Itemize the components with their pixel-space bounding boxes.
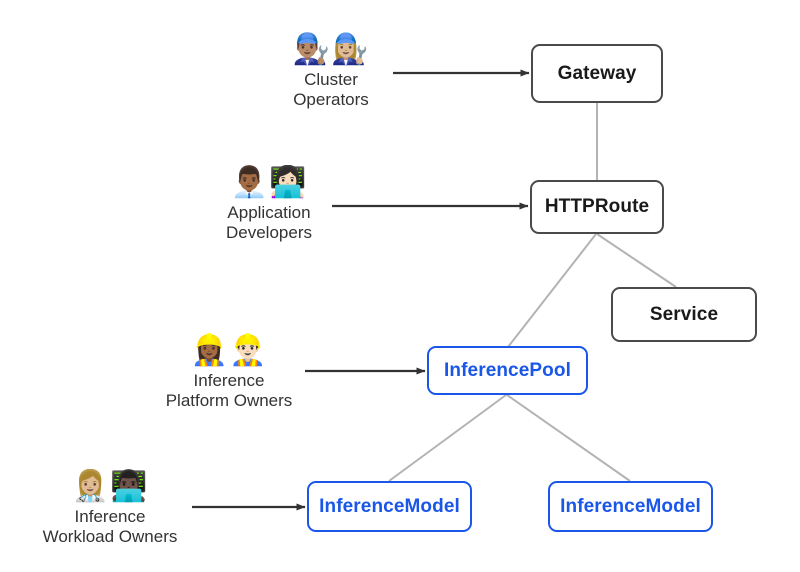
edge-inferencepool-to-inferencemodel-left bbox=[388, 394, 507, 482]
node-inferencemodel-right[interactable]: InferenceModel bbox=[548, 481, 713, 532]
persona-arrows bbox=[192, 69, 530, 511]
node-httproute[interactable]: HTTPRoute bbox=[530, 180, 664, 234]
persona-application-developers: 👨🏾‍💼👩🏻‍💻Application Developers bbox=[169, 166, 369, 243]
mechanic-pair-icon: 👨🏽‍🔧👩🏼‍🔧 bbox=[292, 32, 370, 67]
edge-inferencepool-to-inferencemodel-right bbox=[506, 394, 631, 482]
persona-cluster-operators: 👨🏽‍🔧👩🏼‍🔧Cluster Operators bbox=[231, 33, 431, 110]
persona-label-cluster-operators: Cluster Operators bbox=[293, 70, 369, 109]
health-worker-technologist-pair-icon: 👩🏼‍⚕️👨🏿‍💻 bbox=[71, 469, 149, 504]
node-inferencepool[interactable]: InferencePool bbox=[427, 346, 588, 395]
node-gateway[interactable]: Gateway bbox=[531, 44, 663, 103]
construction-worker-pair-icon: 👷🏾‍♀️👷🏻‍♂️ bbox=[190, 333, 268, 368]
persona-label-application-developers: Application Developers bbox=[226, 203, 312, 242]
node-service[interactable]: Service bbox=[611, 287, 757, 342]
persona-label-inference-platform-owners: Inference Platform Owners bbox=[165, 371, 293, 410]
edge-httproute-to-inferencepool bbox=[507, 233, 597, 348]
persona-inference-workload-owners: 👩🏼‍⚕️👨🏿‍💻Inference Workload Owners bbox=[10, 470, 210, 547]
office-worker-technologist-pair-icon: 👨🏾‍💼👩🏻‍💻 bbox=[230, 165, 308, 200]
node-connector-lines bbox=[388, 103, 677, 482]
edge-httproute-to-service bbox=[596, 233, 677, 288]
node-inferencemodel-left[interactable]: InferenceModel bbox=[307, 481, 472, 532]
persona-inference-platform-owners: 👷🏾‍♀️👷🏻‍♂️Inference Platform Owners bbox=[129, 334, 329, 411]
persona-label-inference-workload-owners: Inference Workload Owners bbox=[42, 507, 178, 546]
